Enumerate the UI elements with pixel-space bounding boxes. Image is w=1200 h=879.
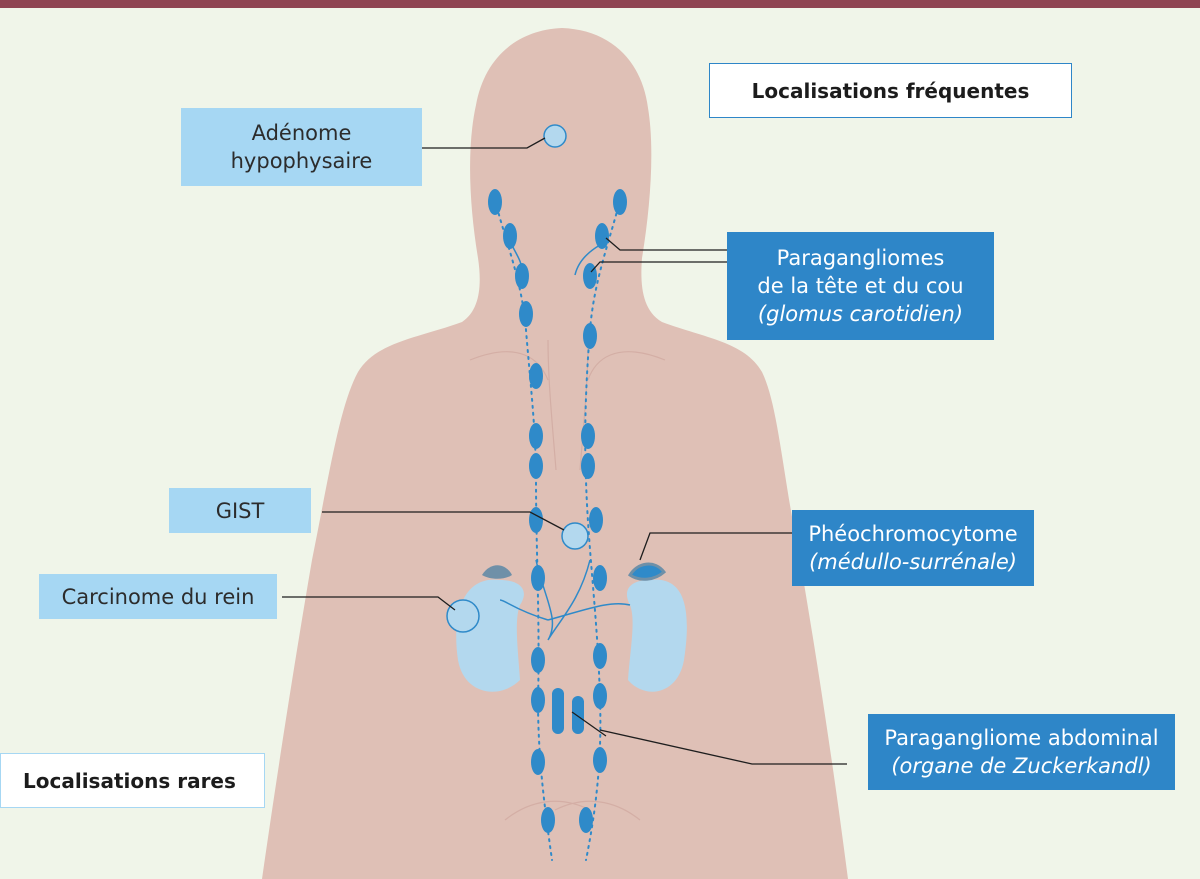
label-head-neck-line2: de la tête et du cou	[757, 274, 964, 298]
top-accent-bar	[0, 0, 1200, 8]
pelvis-outline	[504, 800, 641, 821]
label-pituitary-adenoma: Adénome hypophysaire	[181, 108, 422, 186]
lung-outline	[469, 351, 666, 381]
label-abdominal-line1: Paragangliome abdominal	[884, 726, 1159, 750]
label-pituitary-line1: Adénome	[251, 121, 352, 145]
ganglion-node	[529, 507, 543, 533]
ganglion-node	[531, 749, 545, 775]
ganglion-node	[519, 301, 533, 327]
label-head-neck-line3: (glomus carotidien)	[757, 302, 964, 326]
right-kidney	[626, 579, 687, 692]
left-kidney	[456, 579, 524, 692]
ganglion-node	[581, 453, 595, 479]
ganglion-node	[589, 507, 603, 533]
ganglion-node	[529, 363, 543, 389]
leader-kidney	[282, 596, 456, 611]
legend-rare: Localisations rares	[0, 753, 265, 808]
label-gist: GIST	[169, 488, 311, 533]
ganglion-node	[515, 263, 529, 289]
label-gist-text: GIST	[215, 498, 265, 523]
leader-head-neck-1	[605, 237, 727, 251]
aortic-plexus	[499, 559, 631, 641]
label-kidney-carcinoma: Carcinome du rein	[39, 574, 277, 619]
kidney-carcinoma-site	[446, 599, 480, 633]
legend-frequent: Localisations fréquentes	[709, 63, 1072, 118]
ganglion-node	[613, 189, 627, 215]
ganglion-node	[583, 323, 597, 349]
ganglion-node	[531, 565, 545, 591]
ganglion-node	[488, 189, 502, 215]
leader-pituitary	[422, 137, 546, 149]
ganglion-node	[541, 807, 555, 833]
ganglion-node	[593, 683, 607, 709]
label-head-neck-line1: Paragangliomes	[776, 246, 945, 270]
label-pheo-line2: (médullo-surrénale)	[809, 550, 1017, 574]
label-pheochromocytoma: Phéochromocytome (médullo-surrénale)	[792, 510, 1034, 586]
right-neck-branch	[574, 244, 601, 276]
legend-frequent-text: Localisations fréquentes	[751, 78, 1030, 103]
gist-site	[561, 522, 589, 550]
leader-gist	[322, 511, 565, 531]
zuckerkandl-organ	[572, 696, 584, 734]
legend-rare-text: Localisations rares	[23, 768, 236, 793]
label-pheo-line1: Phéochromocytome	[808, 522, 1018, 546]
left-adrenal	[482, 565, 512, 579]
ganglion-node	[595, 223, 609, 249]
label-pituitary-line2: hypophysaire	[230, 149, 373, 173]
ganglion-node	[579, 807, 593, 833]
label-head-neck-paraganglioma: Paragangliomes de la tête et du cou (glo…	[727, 232, 994, 340]
label-abdominal-paraganglioma: Paragangliome abdominal (organe de Zucke…	[868, 714, 1175, 790]
leader-pheo	[639, 532, 792, 561]
ganglion-node	[503, 223, 517, 249]
pituitary-site	[543, 124, 567, 148]
label-kidney-text: Carcinome du rein	[61, 584, 255, 609]
ganglion-node	[593, 747, 607, 773]
ganglion-node	[529, 423, 543, 449]
ganglion-node	[531, 647, 545, 673]
leader-abdominal	[571, 711, 847, 765]
ganglion-node	[529, 453, 543, 479]
zuckerkandl-organ	[552, 688, 564, 734]
label-abdominal-line2: (organe de Zuckerkandl)	[891, 754, 1152, 778]
leader-head-neck-2	[590, 261, 727, 273]
ganglion-node	[531, 687, 545, 713]
ganglion-node	[593, 643, 607, 669]
ganglion-node	[581, 423, 595, 449]
ganglion-node	[593, 565, 607, 591]
right-adrenal-tumor	[627, 562, 667, 581]
